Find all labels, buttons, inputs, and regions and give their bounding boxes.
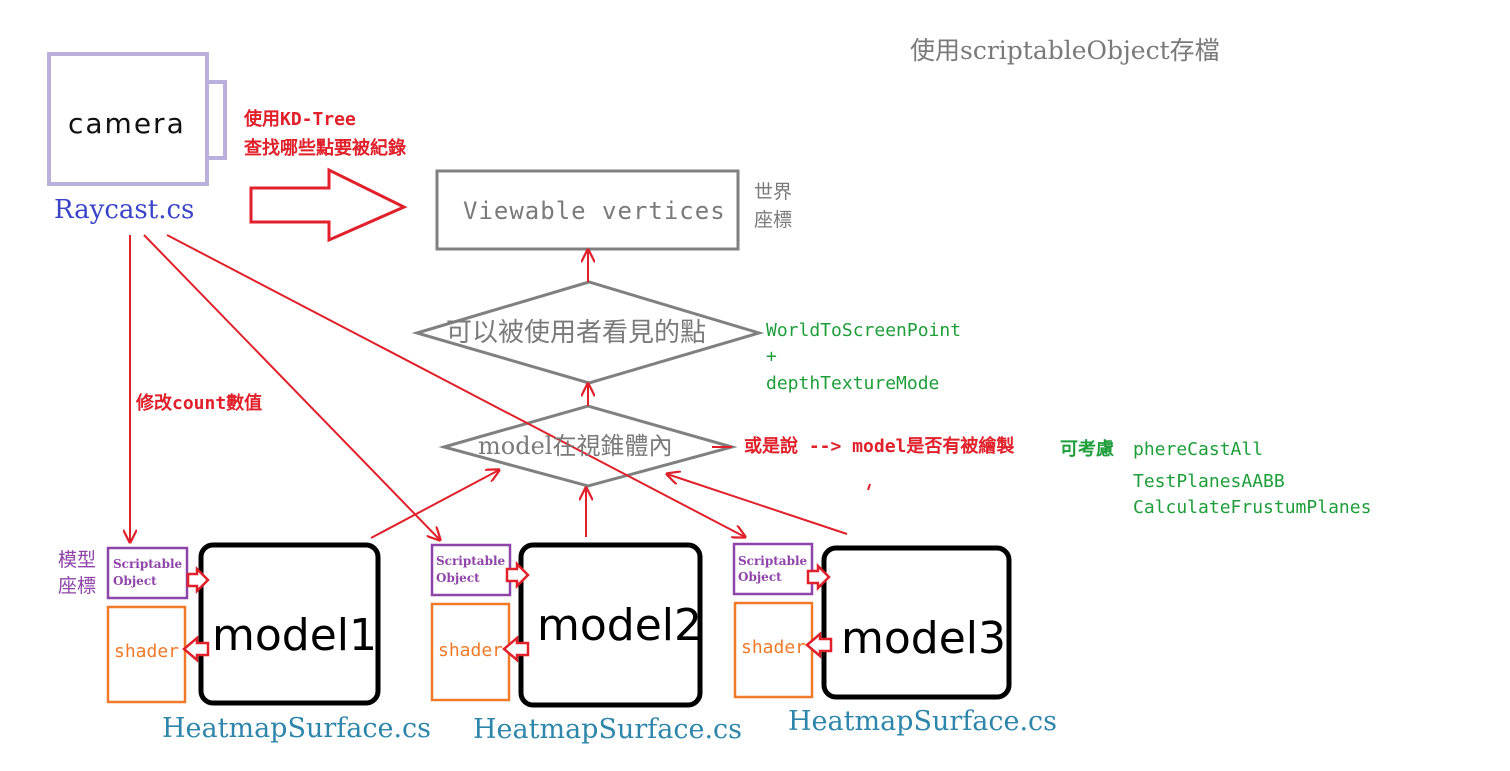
page-title: 使用scriptableObject存檔 [910, 36, 1220, 65]
shader-label-3: shader [741, 637, 807, 658]
viewable-vertices-label: Viewable vertices [463, 197, 726, 225]
scriptable-label-2-line2: Object [436, 571, 480, 585]
consider-frustum-planes: CalculateFrustumPlanes [1133, 497, 1372, 518]
model-label-1: model1 [212, 610, 377, 661]
scriptable-label-2-line1: Scriptable [436, 554, 506, 568]
world-coord-line2: 座標 [754, 209, 793, 231]
scriptable-label-1-line2: Object [113, 574, 157, 588]
scriptable-label-3-line1: Scriptable [738, 554, 808, 568]
hollow-arrow-model-to-shader-2 [502, 635, 530, 663]
camera-side-box [205, 80, 227, 160]
model-label-3: model3 [841, 613, 1006, 664]
heatmap-script-label-2: HeatmapSurface.cs [473, 714, 742, 745]
heatmap-script-label-1: HeatmapSurface.cs [162, 713, 431, 744]
method-world-to-screen: WorldToScreenPoint [766, 320, 962, 341]
hollow-arrow-model-to-shader-1 [182, 635, 210, 663]
stray-mark [867, 483, 871, 491]
kdtree-note-line1: 使用KD-Tree [244, 109, 356, 130]
model-box-2 [518, 542, 703, 708]
frustum-label: model在視錐體內 [478, 432, 673, 460]
arrow-model1-to-frustum [370, 470, 499, 539]
camera-label: camera [68, 107, 186, 140]
arrow-model3-to-frustum [667, 474, 848, 535]
hollow-arrow-so-to-model-3 [806, 562, 831, 592]
consider-test-planes: TestPlanesAABB [1133, 471, 1285, 492]
visible-points-label: 可以被使用者看見的點 [446, 318, 707, 348]
hollow-arrow-model-to-shader-3 [805, 631, 833, 659]
modify-count-label: 修改count數值 [136, 393, 263, 414]
shader-box-1 [106, 605, 187, 704]
model-coord-line2: 座標 [58, 575, 97, 597]
model-box-3 [821, 545, 1012, 700]
visible-points-diamond [411, 280, 765, 385]
scriptable-object-box-2 [430, 543, 512, 597]
shader-label-1: shader [114, 641, 180, 662]
alt-note: 或是說 --> model是否有被繪製 [744, 436, 1015, 457]
scriptable-label-3-line2: Object [738, 570, 782, 584]
hollow-arrow-so-to-model-2 [505, 560, 530, 590]
arrow-raycast-to-so2 [143, 234, 440, 540]
scriptable-object-box-3 [732, 542, 814, 596]
heatmap-script-label-3: HeatmapSurface.cs [788, 706, 1057, 737]
model-coord-line1: 模型 [58, 549, 97, 571]
scriptable-label-1-line1: Scriptable [113, 557, 183, 571]
model-box-1 [198, 542, 381, 706]
world-coord-line1: 世界 [754, 181, 793, 203]
consider-sphere-cast: phereCastAll [1133, 439, 1264, 460]
scriptable-object-box-1 [106, 546, 189, 600]
big-hollow-arrow [249, 167, 408, 243]
arrow-raycast-to-so3 [166, 234, 745, 537]
consider-label: 可考慮 [1060, 439, 1114, 460]
model-label-2: model2 [537, 600, 702, 651]
method-depth-texture: depthTextureMode [766, 373, 940, 394]
kdtree-note-line2: 查找哪些點要被紀錄 [244, 138, 406, 159]
raycast-script-label: Raycast.cs [54, 195, 195, 225]
method-plus: + [766, 346, 777, 367]
shader-label-2: shader [438, 640, 504, 661]
hollow-arrow-so-to-model-1 [186, 565, 210, 595]
